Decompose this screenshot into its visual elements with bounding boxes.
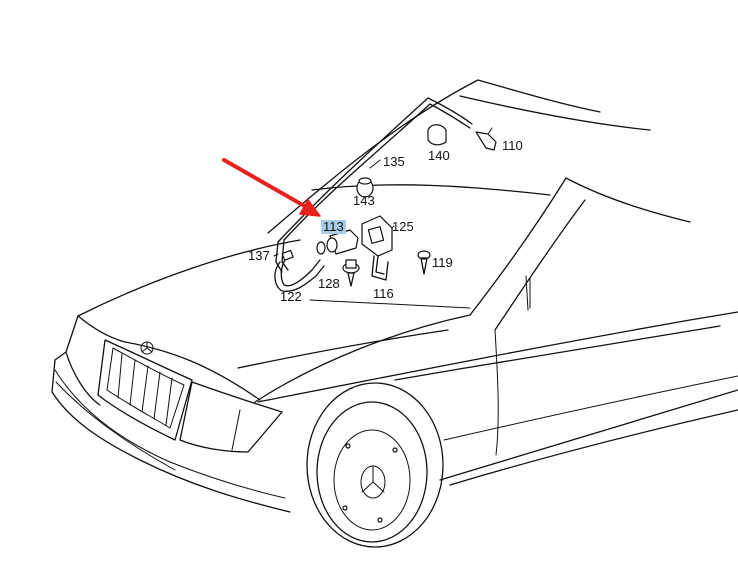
part-143-top	[358, 177, 372, 185]
grille-bar-3	[141, 365, 149, 413]
bumper-line-2	[55, 381, 176, 471]
hood-crease	[237, 329, 449, 369]
leader-135	[369, 159, 381, 169]
windshield-right	[565, 177, 691, 223]
label-122: 122	[280, 289, 302, 304]
part-116-clip-b	[375, 255, 385, 275]
side-molding	[443, 375, 738, 441]
part-110-tip	[487, 127, 493, 135]
a-pillar-inner	[494, 199, 586, 331]
grille-inner	[106, 347, 185, 429]
part-122-hose-b	[274, 261, 325, 292]
part-119-head	[417, 250, 431, 260]
wheel-bolt	[392, 447, 398, 453]
headlight-inner	[231, 409, 241, 451]
roof-line	[267, 79, 601, 234]
wheel-bolt	[377, 517, 383, 523]
windshield-top	[459, 95, 651, 131]
part-116-clip	[371, 255, 389, 281]
wheel-rim	[333, 429, 411, 531]
hood-outline	[77, 239, 301, 317]
belt-line	[257, 311, 738, 403]
hood-star-emblem-lines	[141, 341, 153, 353]
front-panel-inner	[65, 351, 101, 406]
label-116: 116	[373, 286, 394, 301]
wheel-bolt	[342, 505, 348, 511]
a-pillar	[469, 177, 567, 316]
part-140-elbow	[427, 124, 447, 146]
wheel-bolt	[345, 443, 351, 449]
headlight-outline	[179, 381, 283, 453]
grille-bar-1	[117, 353, 123, 399]
cowl-line	[309, 299, 471, 309]
part-113-nozzle	[326, 237, 338, 253]
wheel-arch	[306, 382, 444, 548]
part-137-hose	[281, 239, 289, 271]
red-arrow-shaft	[222, 158, 310, 210]
grille-bar-2	[129, 359, 136, 406]
hub-star	[361, 465, 385, 493]
part-122-connector	[281, 249, 294, 261]
bumper-line	[54, 369, 286, 499]
label-128: 128	[318, 276, 340, 291]
red-arrow-head	[299, 199, 321, 217]
part-128-head	[345, 259, 357, 269]
wheel-tire	[316, 401, 428, 543]
windshield-lower	[311, 184, 551, 196]
washer-hose-top	[283, 103, 471, 241]
leader-125	[391, 225, 395, 229]
label-113-highlighted: 113	[321, 219, 346, 234]
label-110: 110	[502, 138, 523, 153]
side-lower	[439, 389, 738, 481]
part-110-nozzle	[475, 131, 497, 151]
door-line	[494, 329, 499, 456]
label-137: 137	[248, 248, 270, 263]
part-119-thread	[420, 257, 428, 275]
part-128-thread	[347, 272, 355, 287]
front-left-panel	[51, 315, 291, 513]
label-135: 135	[383, 154, 405, 169]
part-125-window	[367, 226, 385, 244]
part-137-hose-b	[275, 241, 283, 273]
part-122-hose	[280, 257, 321, 287]
sill	[449, 409, 738, 486]
part-122-end	[316, 241, 326, 255]
label-140: 140	[428, 148, 450, 163]
leader-137	[273, 253, 279, 257]
mirror-area	[525, 275, 531, 311]
hood-front	[77, 315, 261, 401]
side-line-1	[394, 325, 721, 381]
label-119: 119	[432, 255, 453, 270]
grille-bar-4	[153, 371, 161, 420]
grille-bar-5	[165, 377, 173, 426]
label-143: 143	[353, 193, 375, 208]
grille-frame	[97, 339, 193, 441]
label-125: 125	[392, 219, 414, 234]
hood-rear	[254, 314, 471, 403]
